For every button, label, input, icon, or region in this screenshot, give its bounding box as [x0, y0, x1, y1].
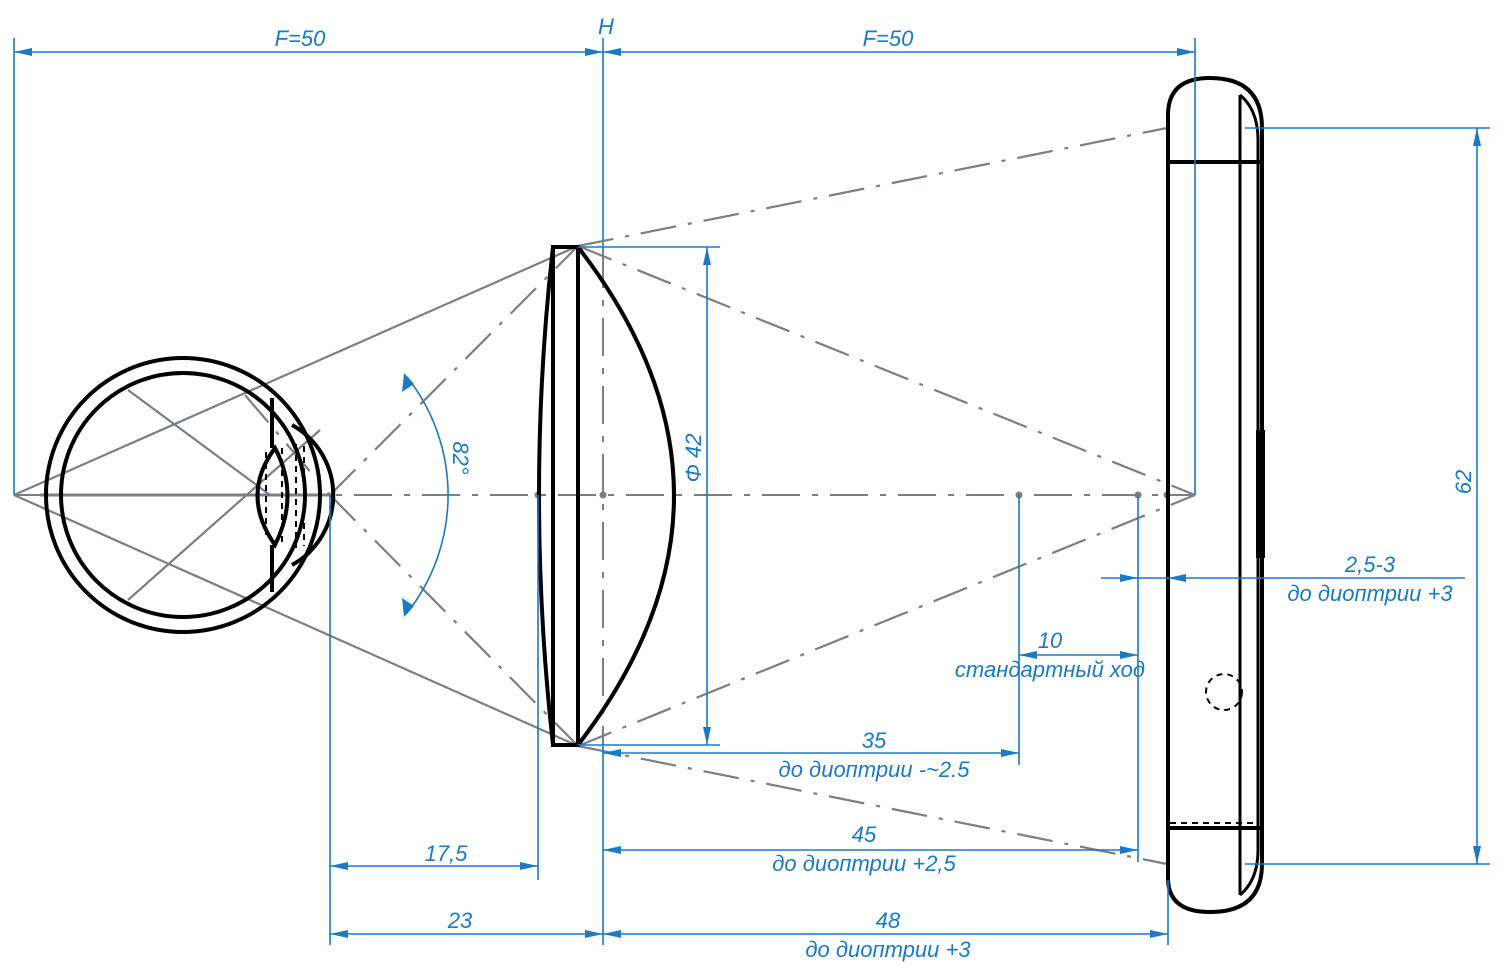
ray: [127, 389, 271, 496]
arrow: [1019, 651, 1037, 659]
lens-diameter-label: Φ 42: [681, 434, 706, 483]
arrow: [1150, 930, 1168, 938]
ray: [577, 126, 1168, 248]
ray: [244, 394, 331, 496]
angle-label: 82°: [448, 441, 473, 474]
arrow: [703, 247, 711, 265]
arrow: [1120, 846, 1138, 854]
lens-left-surface: [537, 246, 555, 746]
focal-left-label: F=50: [275, 26, 327, 51]
lens-plate: [551, 245, 580, 747]
arrow: [330, 930, 348, 938]
ray: [127, 429, 321, 601]
phone-edge: [1239, 93, 1260, 897]
d48-note-label: до диоптрии +3: [805, 937, 971, 962]
arrow: [402, 598, 414, 617]
gap-note-label: до диоптрии +3: [1287, 581, 1453, 606]
d35-note-label: до диоптрии -~2.5: [779, 757, 971, 782]
d48-value-label: 48: [876, 908, 901, 933]
arrow: [703, 727, 711, 745]
camera-circle: [1205, 673, 1243, 711]
phone: [1166, 75, 1265, 915]
arrow: [330, 862, 348, 870]
eye-lens: [255, 444, 290, 549]
rays: [13, 126, 1196, 866]
angle-arc: [406, 376, 449, 614]
ray: [577, 493, 1196, 748]
arrow: [603, 749, 621, 757]
travel-note-label: стандартный ход: [955, 657, 1145, 682]
arrow: [585, 930, 603, 938]
arrow: [1177, 48, 1195, 56]
arrow: [1120, 574, 1138, 582]
eyeball-outer: [44, 356, 322, 634]
arrow: [1120, 651, 1138, 659]
ray: [329, 494, 579, 747]
d45-note-label: до диоптрии +2,5: [772, 851, 956, 876]
arrow: [1473, 846, 1481, 864]
cornea: [291, 423, 336, 567]
d35-value-label: 35: [862, 728, 887, 753]
arrow: [603, 846, 621, 854]
gap-value-label: 2,5-3: [1344, 552, 1396, 577]
screen-height-label: 62: [1451, 470, 1476, 494]
arrow: [585, 48, 603, 56]
d45-value-label: 45: [852, 822, 877, 847]
phone-button: [1256, 430, 1265, 558]
eye: [44, 356, 336, 634]
d17-value-label: 17,5: [425, 841, 469, 866]
arrow: [14, 48, 32, 56]
ray: [13, 493, 579, 748]
ray: [577, 244, 1196, 497]
arrow: [1168, 574, 1186, 582]
travel-value-label: 10: [1038, 628, 1063, 653]
d23-value-label: 23: [447, 908, 473, 933]
dim-focal: [13, 38, 1196, 495]
principal-plane-label: H: [598, 14, 614, 39]
arrow: [603, 930, 621, 938]
arrow: [1001, 749, 1019, 757]
arrow: [603, 48, 621, 56]
axis-point: [599, 491, 607, 499]
ray: [13, 244, 579, 497]
lens-right-surface: [576, 245, 676, 747]
focal-right-label: F=50: [863, 26, 915, 51]
arrow: [520, 862, 538, 870]
arrow: [1473, 128, 1481, 146]
arrow: [402, 373, 414, 392]
lens: [537, 245, 676, 747]
